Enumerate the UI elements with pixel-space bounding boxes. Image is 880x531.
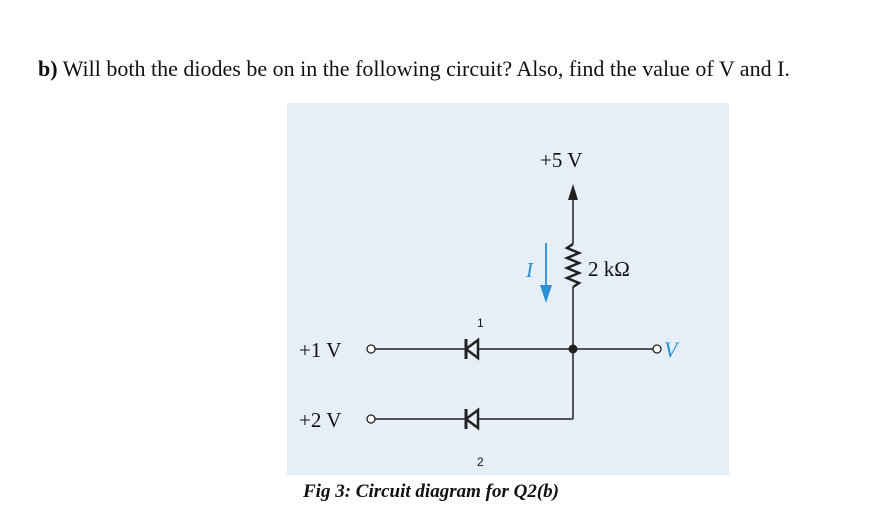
diode-2 xyxy=(463,407,480,431)
supply-arrow-icon xyxy=(568,184,578,200)
input1-terminal xyxy=(366,344,376,354)
diode-1 xyxy=(463,337,480,361)
current-arrow-icon xyxy=(540,285,552,303)
input1-label: +1 V xyxy=(299,338,341,362)
wires xyxy=(375,200,653,420)
resistor-label: 2 kΩ xyxy=(588,257,630,281)
junction-dot xyxy=(568,344,578,354)
figure-caption: Fig 3: Circuit diagram for Q2(b) xyxy=(303,481,559,502)
diode2-number: 2 xyxy=(477,455,484,469)
current-label: I xyxy=(525,258,534,282)
output-label: V xyxy=(664,337,680,362)
resistor xyxy=(563,242,583,289)
diode1-number: 1 xyxy=(477,316,484,330)
diagram-panel xyxy=(287,103,729,475)
supply-label: +5 V xyxy=(540,148,582,172)
input2-label: +2 V xyxy=(299,408,341,432)
input2-terminal xyxy=(366,414,376,424)
question-label: b) xyxy=(38,56,58,81)
diode1-triangle xyxy=(463,337,480,361)
output-terminal xyxy=(652,344,662,354)
question-text: b) Will both the diodes be on in the fol… xyxy=(38,56,790,82)
diode2-triangle xyxy=(463,407,480,431)
question-body: Will both the diodes be on in the follow… xyxy=(62,56,790,81)
